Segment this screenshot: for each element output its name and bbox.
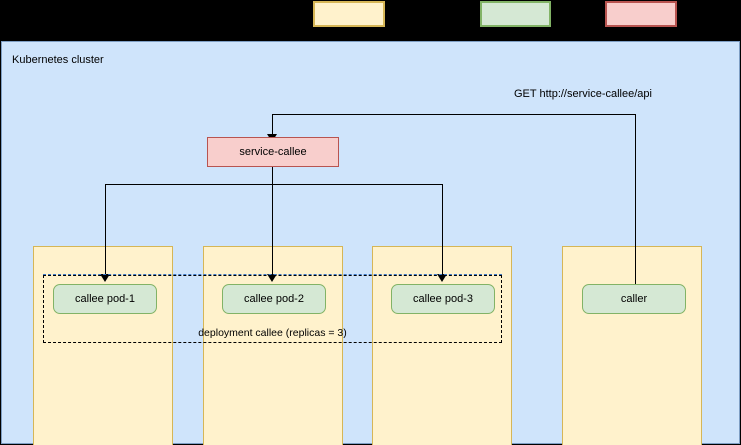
pod-label-1: callee pod-1 xyxy=(75,293,135,305)
service-selector-line xyxy=(43,274,502,275)
kubernetes-cluster-boundary: Kubernetes cluster GET http://service-ca… xyxy=(1,41,740,445)
pod-label-2: callee pod-2 xyxy=(244,293,304,305)
request-annotation: GET http://service-callee/api xyxy=(514,88,652,100)
deployment-label: deployment callee (replicas = 3) xyxy=(198,327,347,339)
legend-strip xyxy=(0,0,741,40)
pod-box-1: callee pod-1 xyxy=(53,284,157,314)
pod-box-2: callee pod-2 xyxy=(222,284,326,314)
service-callee-label: service-callee xyxy=(239,146,307,158)
connector-caller-to-service-vertical-right xyxy=(635,114,636,300)
legend-swatch-pod xyxy=(480,1,551,27)
arrowhead-into-pod-3 xyxy=(437,274,447,282)
connector-service-fanout-bar xyxy=(105,184,443,185)
legend-swatch-node xyxy=(313,1,385,27)
connector-caller-to-service-horizontal xyxy=(272,114,636,115)
connector-service-trunk xyxy=(272,167,273,184)
arrowhead-into-pod-2 xyxy=(267,274,277,282)
connector-caller-to-service-vertical-left xyxy=(272,114,273,136)
legend-swatch-service xyxy=(605,1,677,27)
connector-service-to-pod-2 xyxy=(272,184,273,276)
caller-box: caller xyxy=(582,284,686,314)
cluster-label: Kubernetes cluster xyxy=(12,54,104,66)
arrowhead-into-pod-1 xyxy=(100,274,110,282)
caller-label: caller xyxy=(620,293,648,305)
pod-box-3: callee pod-3 xyxy=(391,284,495,314)
connector-service-to-pod-1 xyxy=(105,184,106,276)
node-box-4 xyxy=(562,246,702,445)
connector-service-to-pod-3 xyxy=(442,184,443,276)
deployment-boundary: deployment callee (replicas = 3) xyxy=(43,275,502,343)
service-callee-box: service-callee xyxy=(207,137,339,167)
pod-label-3: callee pod-3 xyxy=(413,293,473,305)
